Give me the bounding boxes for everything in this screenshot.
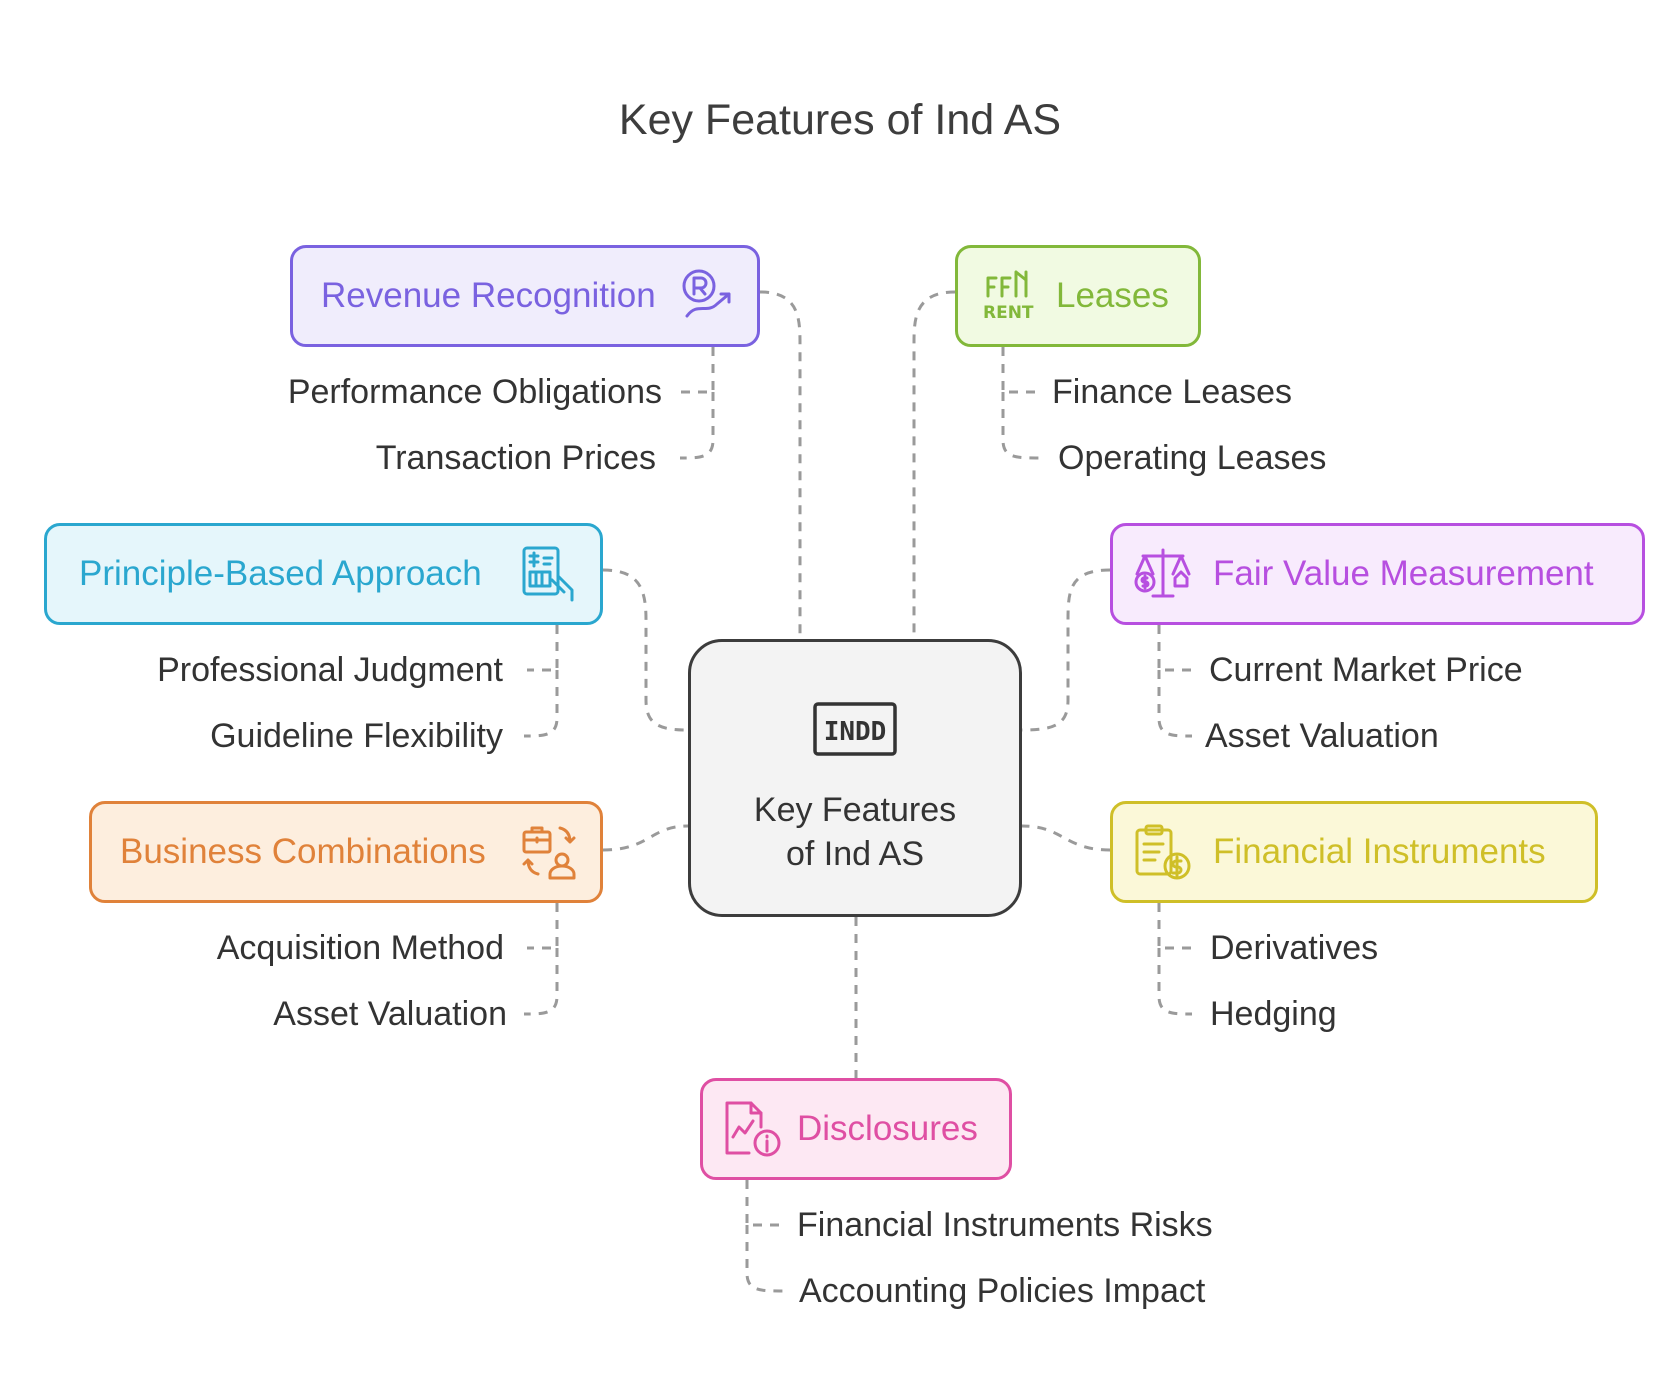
- node-label: Principle-Based Approach: [79, 554, 482, 593]
- center-label: Key Features of Ind AS: [691, 788, 1019, 876]
- leaf-financial-instruments-risks: Financial Instruments Risks: [797, 1206, 1213, 1244]
- leaf-performance-obligations: Performance Obligations: [287, 373, 662, 411]
- leaf-connector-disclosures-2: [745, 1225, 785, 1293]
- node-leases[interactable]: RENT Leases: [955, 245, 1201, 347]
- clipboard-dollar-icon: [1135, 824, 1191, 880]
- leaf-connector-fairvalue-1: [1157, 625, 1192, 672]
- chart-info-icon: [725, 1101, 781, 1157]
- connector-business: [602, 824, 689, 852]
- leaf-connector-financial-1: [1157, 903, 1192, 950]
- leaf-acquisition-method: Acquisition Method: [216, 929, 504, 967]
- connector-fairvalue: [1021, 568, 1111, 732]
- briefcase-swap-icon: [522, 826, 576, 880]
- leaf-connector-revenue-2: [679, 392, 715, 460]
- leaf-connector-business-2: [523, 948, 559, 1016]
- node-label: Leases: [1056, 276, 1169, 315]
- node-financial-instruments[interactable]: Financial Instruments: [1110, 801, 1598, 903]
- leaf-connector-principle-2: [523, 670, 559, 738]
- rent-icon: RENT: [983, 270, 1034, 323]
- indd-badge-icon: INDD: [813, 702, 897, 756]
- center-badge-text: INDD: [824, 717, 887, 747]
- leaf-connector-fairvalue-2: [1157, 670, 1193, 738]
- node-label: Financial Instruments: [1213, 832, 1546, 871]
- leaf-professional-judgment: Professional Judgment: [157, 651, 503, 689]
- node-business-combinations[interactable]: Business Combinations: [89, 801, 603, 903]
- node-label: Revenue Recognition: [321, 276, 656, 315]
- leaf-hedging: Hedging: [1210, 995, 1337, 1033]
- node-disclosures[interactable]: Disclosures: [700, 1078, 1012, 1180]
- center-node[interactable]: INDD Key Features of Ind AS: [688, 639, 1022, 917]
- revenue-arrow-icon: [682, 269, 731, 318]
- leaf-connector-leases-2: [1001, 392, 1041, 460]
- center-label-line2: of Ind AS: [786, 835, 924, 873]
- leaf-connector-principle-1: [527, 625, 559, 672]
- node-label: Disclosures: [797, 1109, 978, 1148]
- leaf-current-market-price: Current Market Price: [1209, 651, 1523, 689]
- leaf-connector-business-1: [527, 903, 559, 950]
- connector-leases: [912, 290, 956, 639]
- leaf-guideline-flexibility: Guideline Flexibility: [210, 717, 503, 755]
- node-label: Business Combinations: [120, 832, 486, 871]
- leaf-connector-revenue-1: [680, 347, 715, 394]
- leaf-transaction-prices: Transaction Prices: [375, 439, 656, 477]
- leaf-connector-financial-2: [1157, 948, 1193, 1016]
- node-principle-based-approach[interactable]: Principle-Based Approach: [44, 523, 603, 625]
- svg-text:RENT: RENT: [983, 303, 1034, 323]
- node-revenue-recognition[interactable]: Revenue Recognition: [290, 245, 760, 347]
- document-hand-icon: [522, 546, 574, 602]
- leaf-asset-valuation-bc: Asset Valuation: [273, 995, 507, 1033]
- page-title: Key Features of Ind AS: [618, 96, 1062, 144]
- node-fair-value-measurement[interactable]: Fair Value Measurement: [1110, 523, 1645, 625]
- connector-principle: [602, 568, 689, 732]
- center-label-line1: Key Features: [753, 791, 957, 829]
- leaf-operating-leases: Operating Leases: [1058, 439, 1327, 477]
- connector-financial: [1021, 824, 1111, 852]
- leaf-accounting-policies-impact: Accounting Policies Impact: [799, 1272, 1206, 1310]
- balance-scale-icon: [1134, 548, 1191, 598]
- leaf-asset-valuation-fv: Asset Valuation: [1205, 717, 1439, 755]
- leaf-derivatives: Derivatives: [1210, 929, 1379, 967]
- leaf-connector-leases-1: [1001, 347, 1036, 394]
- leaf-connector-disclosures-1: [745, 1180, 780, 1227]
- connector-revenue: [759, 290, 802, 639]
- node-label: Fair Value Measurement: [1213, 554, 1594, 593]
- leaf-finance-leases: Finance Leases: [1052, 373, 1293, 411]
